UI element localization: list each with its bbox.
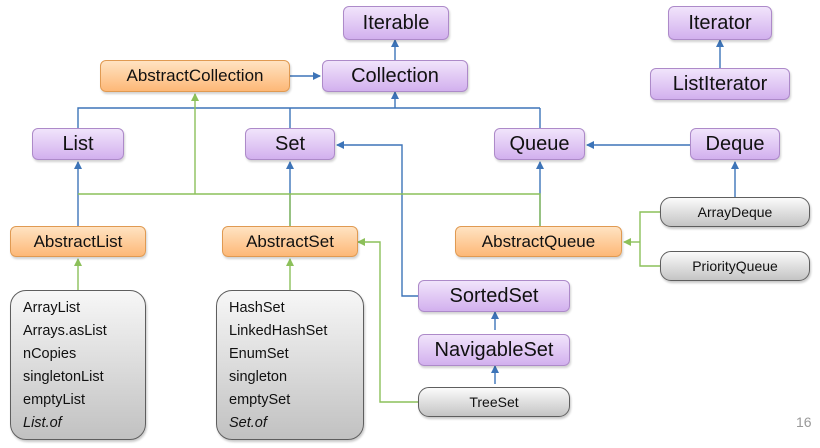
list-impl-item: emptyList [23,392,86,408]
list-impl-item: Arrays.asList [23,323,107,339]
set-implementations-box: HashSet LinkedHashSet EnumSet singleton … [216,290,364,440]
edge-treeset-abstractset [357,238,418,403]
list-iterator-node: ListIterator [650,68,790,100]
list-impl-item: List.of [23,415,62,431]
sorted-set-node: SortedSet [418,280,570,312]
collection-node: Collection [322,60,468,92]
list-impl-item: nCopies [23,346,77,362]
edge-abstracts-abstractcollection [78,193,541,226]
edge-sortedset-set [336,141,418,297]
edge-interfaces-collection [77,107,540,128]
abstract-collection-node: AbstractCollection [100,60,290,92]
edge-queueimpls-abstractqueue [639,211,660,267]
page-number: 16 [796,414,812,430]
set-impl-item: LinkedHashSet [229,323,328,339]
abstract-list-node: AbstractList [10,226,146,257]
list-impl-item: singletonList [23,369,104,385]
deque-node: Deque [690,128,780,160]
set-impl-item: HashSet [229,300,285,316]
array-deque-node: ArrayDeque [660,197,810,227]
list-node: List [32,128,124,160]
abstract-queue-node: AbstractQueue [455,226,622,257]
iterator-node: Iterator [668,6,772,40]
navigable-set-node: NavigableSet [418,334,570,366]
set-impl-item: singleton [229,369,288,385]
iterable-node: Iterable [343,6,449,40]
priority-queue-node: PriorityQueue [660,251,810,281]
set-impl-item: emptySet [229,392,291,408]
list-impl-item: ArrayList [23,300,81,316]
abstract-set-node: AbstractSet [222,226,358,257]
set-impl-item: Set.of [229,415,267,431]
tree-set-node: TreeSet [418,387,570,417]
list-implementations-box: ArrayList Arrays.asList nCopies singleto… [10,290,146,440]
queue-node: Queue [494,128,585,160]
set-impl-item: EnumSet [229,346,289,362]
set-node: Set [245,128,335,160]
